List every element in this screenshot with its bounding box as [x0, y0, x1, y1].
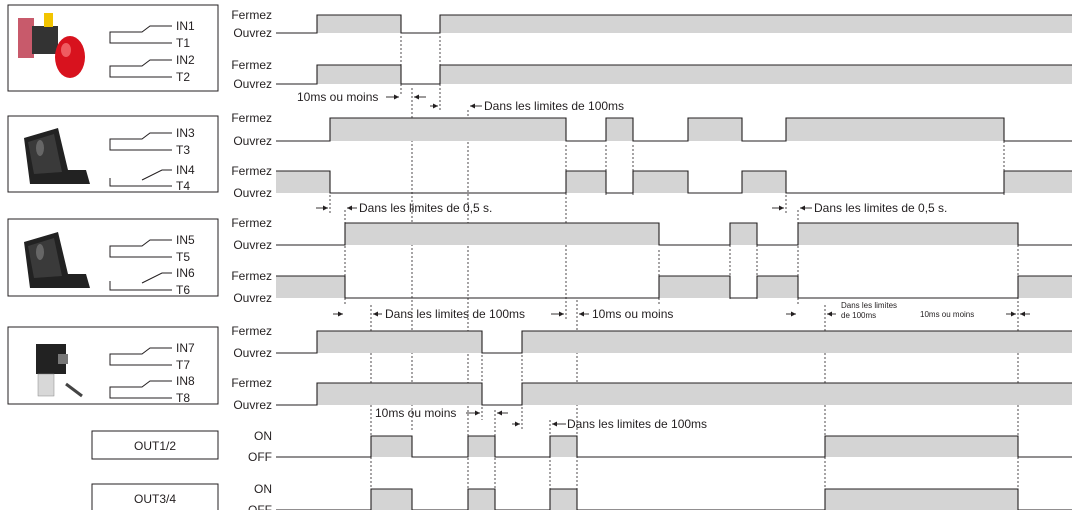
axis-label-open-in6: Ouvrez — [233, 291, 272, 305]
annot-10ms-3: 10ms ou moins — [920, 310, 974, 319]
annot-10ms-4: 10ms ou moins — [375, 406, 456, 420]
input-label-in2: IN2 — [176, 53, 195, 67]
signal-in7 — [276, 331, 1072, 353]
terminal-label-t1: T1 — [176, 36, 190, 50]
axis-label-closed-in5: Fermez — [231, 216, 272, 230]
annot-05s-1: Dans les limites de 0,5 s. — [359, 201, 492, 215]
terminal-label-t4: T4 — [176, 179, 190, 193]
signal-in8 — [276, 383, 1072, 405]
annot-100ms-3a: Dans les limites — [841, 301, 897, 310]
axis-label-closed-in2: Fermez — [231, 58, 272, 72]
signal-in3 — [276, 118, 1072, 141]
axis-label-closed-in3: Fermez — [231, 111, 272, 125]
axis-label-closed-in4: Fermez — [231, 164, 272, 178]
terminal-label-t3: T3 — [176, 143, 190, 157]
signal-in2 — [276, 65, 1072, 84]
axis-label-closed-in7: Fermez — [231, 324, 272, 338]
terminal-label-t2: T2 — [176, 70, 190, 84]
annot-100ms-1: Dans les limites de 100ms — [484, 99, 624, 113]
annot-05s-2: Dans les limites de 0,5 s. — [814, 201, 947, 215]
axis-label-off-out34: OFF — [248, 503, 272, 510]
signal-out34 — [276, 489, 1072, 510]
input-label-in3: IN3 — [176, 126, 195, 140]
input-label-in5: IN5 — [176, 233, 195, 247]
output-label-out12: OUT1/2 — [134, 439, 176, 453]
axis-label-closed-in8: Fermez — [231, 376, 272, 390]
input-label-in7: IN7 — [176, 341, 195, 355]
input-label-in4: IN4 — [176, 163, 195, 177]
axis-label-on-out34: ON — [254, 482, 272, 496]
axis-label-on-out12: ON — [254, 429, 272, 443]
output-label-out34: OUT3/4 — [134, 492, 176, 506]
axis-label-open-in3: Ouvrez — [233, 134, 272, 148]
input-label-in1: IN1 — [176, 19, 195, 33]
annot-100ms-3b: de 100ms — [841, 311, 876, 320]
input-label-in8: IN8 — [176, 374, 195, 388]
axis-label-closed-in6: Fermez — [231, 269, 272, 283]
signal-out12 — [276, 436, 1072, 457]
signal-in5 — [276, 223, 1072, 245]
signal-in6 — [276, 276, 1072, 298]
axis-label-open-in1: Ouvrez — [233, 26, 272, 40]
annot-100ms-2: Dans les limites de 100ms — [385, 307, 525, 321]
annot-100ms-4: Dans les limites de 100ms — [567, 417, 707, 431]
input-label-in6: IN6 — [176, 266, 195, 280]
signal-in4 — [276, 171, 1072, 193]
annot-10ms-2: 10ms ou moins — [592, 307, 673, 321]
axis-label-open-in8: Ouvrez — [233, 398, 272, 412]
terminal-label-t5: T5 — [176, 250, 190, 264]
terminal-label-t6: T6 — [176, 283, 190, 297]
axis-label-open-in4: Ouvrez — [233, 186, 272, 200]
axis-label-off-out12: OFF — [248, 450, 272, 464]
terminal-label-t8: T8 — [176, 391, 190, 405]
annot-10ms-1: 10ms ou moins — [297, 90, 378, 104]
axis-label-open-in5: Ouvrez — [233, 238, 272, 252]
axis-label-closed-in1: Fermez — [231, 8, 272, 22]
terminal-label-t7: T7 — [176, 358, 190, 372]
axis-label-open-in7: Ouvrez — [233, 346, 272, 360]
signal-in1 — [276, 15, 1072, 33]
axis-label-open-in2: Ouvrez — [233, 77, 272, 91]
